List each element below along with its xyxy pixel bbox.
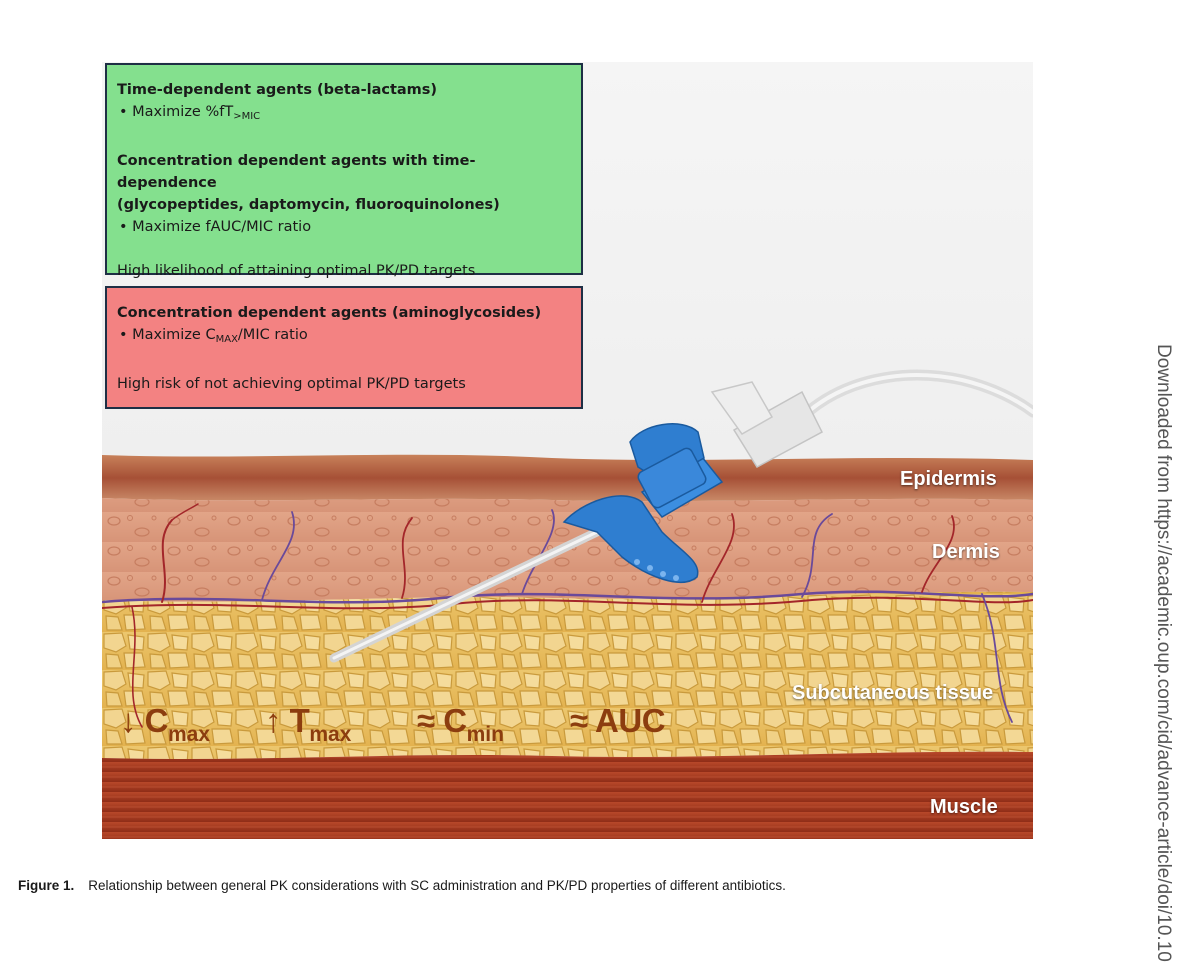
concentration-dependent-bullet: • Maximize CMAX/MIC ratio [119, 327, 308, 345]
auc-similar-label: ≈ AUC [570, 702, 666, 739]
muscle-label: Muscle [930, 796, 998, 818]
subcutaneous-tissue-label: Subcutaneous tissue [792, 682, 994, 704]
iv-catheter-icon [329, 369, 1033, 663]
concentration-dependent-agents-box: Concentration dependent agents (aminogly… [105, 286, 583, 409]
figure-caption: Figure 1. Relationship between general PK… [18, 878, 786, 893]
likelihood-statement: High likelihood of attaining optimal PK/… [117, 263, 476, 279]
concentration-time-title-line2: (glycopeptides, daptomycin, fluoroquinol… [117, 197, 500, 213]
epidermis-label: Epidermis [900, 468, 997, 490]
figure-caption-label: Figure 1. [18, 878, 75, 893]
download-source-note: Downloaded from https://academic.oup.com… [1153, 344, 1174, 962]
concentration-time-bullet: • Maximize fAUC/MIC ratio [119, 219, 312, 235]
risk-statement: High risk of not achieving optimal PK/PD… [117, 376, 466, 392]
cmax-decrease-label: ↓ Cmax [120, 702, 211, 746]
concentration-time-title-line1: Concentration dependent agents with time… [117, 153, 476, 191]
time-dependent-title: Time-dependent agents (beta-lactams) [117, 82, 438, 98]
time-dependent-agents-box: Time-dependent agents (beta-lactams) • M… [105, 63, 583, 279]
figure-caption-text: Relationship between general PK consider… [88, 878, 786, 893]
cmin-similar-label: ≈ Cmin [417, 702, 504, 746]
tmax-increase-label: ↑ Tmax [265, 702, 352, 746]
figure-panel: Time-dependent agents (beta-lactams) • M… [102, 62, 1033, 839]
dermis-label: Dermis [932, 541, 1000, 563]
time-dependent-bullet: • Maximize %fT>MIC [119, 104, 261, 122]
concentration-dependent-title: Concentration dependent agents (aminogly… [117, 305, 542, 321]
